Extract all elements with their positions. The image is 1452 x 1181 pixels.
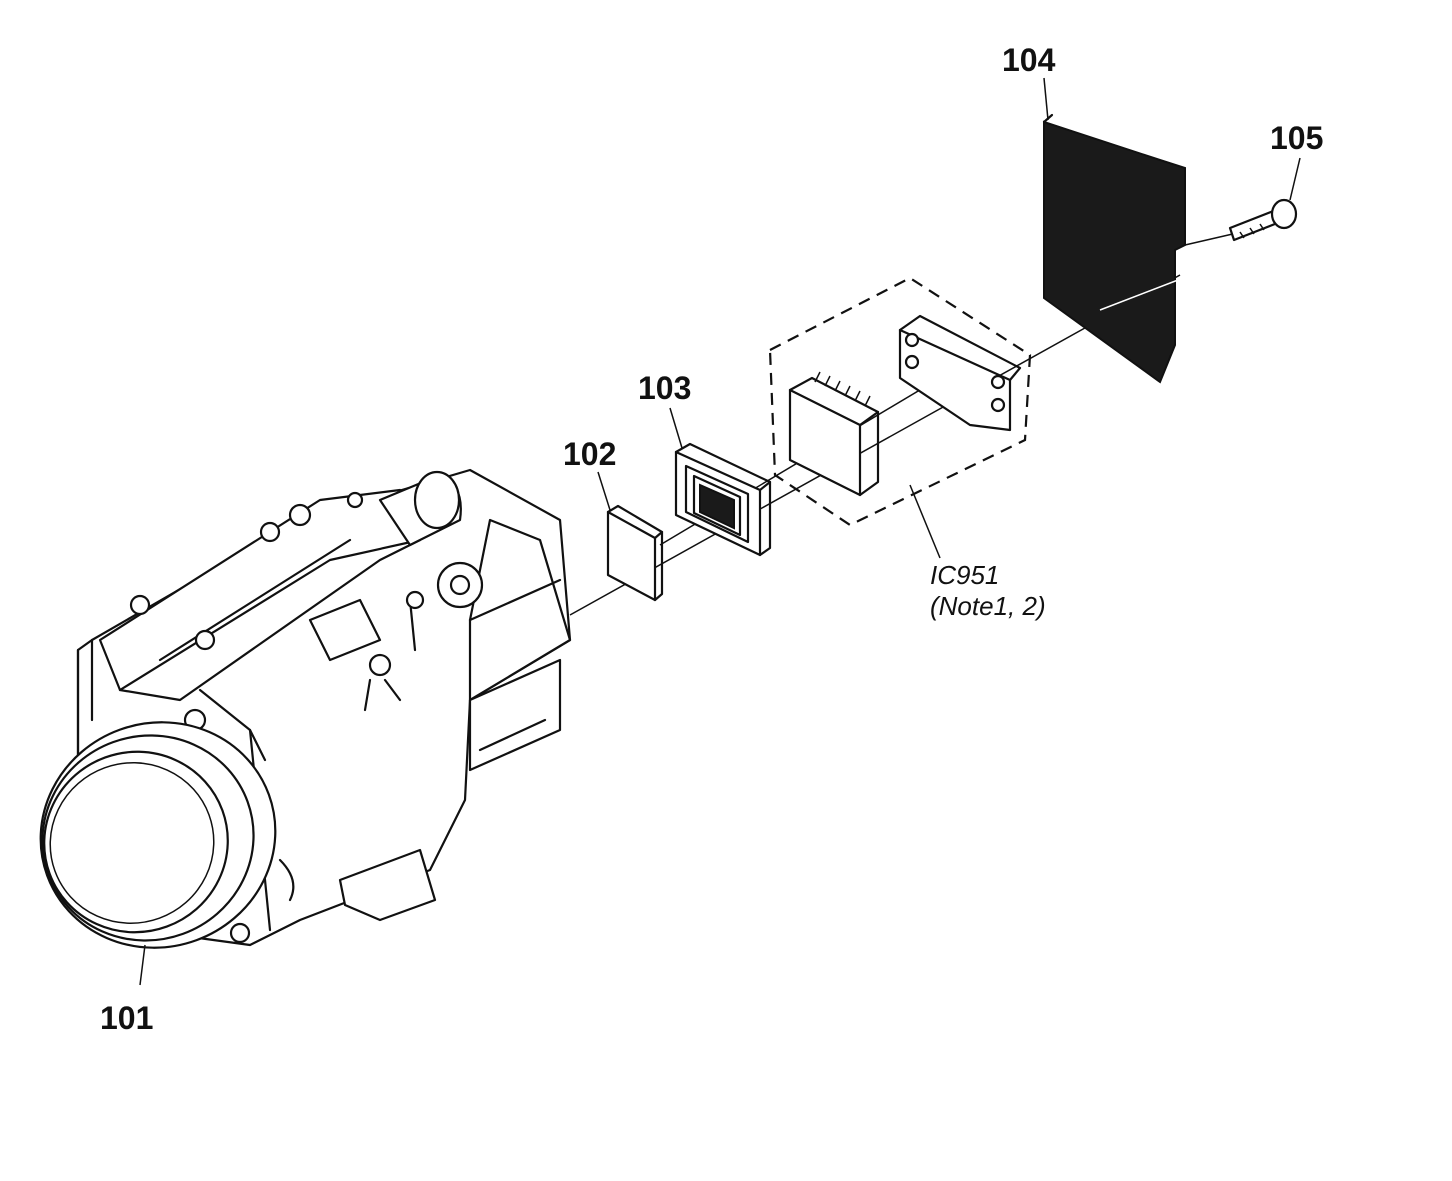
ccd-ic951-group (768, 276, 1032, 559)
leader-103 (669, 407, 683, 449)
leader-101 (139, 944, 146, 986)
part-label-103: 103 (638, 370, 692, 406)
ic-note: (Note1, 2) (930, 591, 1046, 622)
filter-102 (606, 504, 664, 602)
part-label-105: 105 (1270, 120, 1324, 156)
screw-105 (1228, 157, 1301, 242)
ccd-board-104 (1042, 77, 1186, 384)
part-label-101: 101 (100, 1000, 154, 1036)
ic-name: IC951 (930, 560, 1000, 590)
part-label-104: 104 (1002, 42, 1056, 78)
lens-block-assembly (39, 468, 572, 949)
seal-rubber-103 (674, 442, 772, 557)
ic-label: IC951 (Note1, 2) (930, 560, 1046, 622)
part-label-102: 102 (563, 436, 617, 472)
leader-102 (597, 471, 611, 511)
